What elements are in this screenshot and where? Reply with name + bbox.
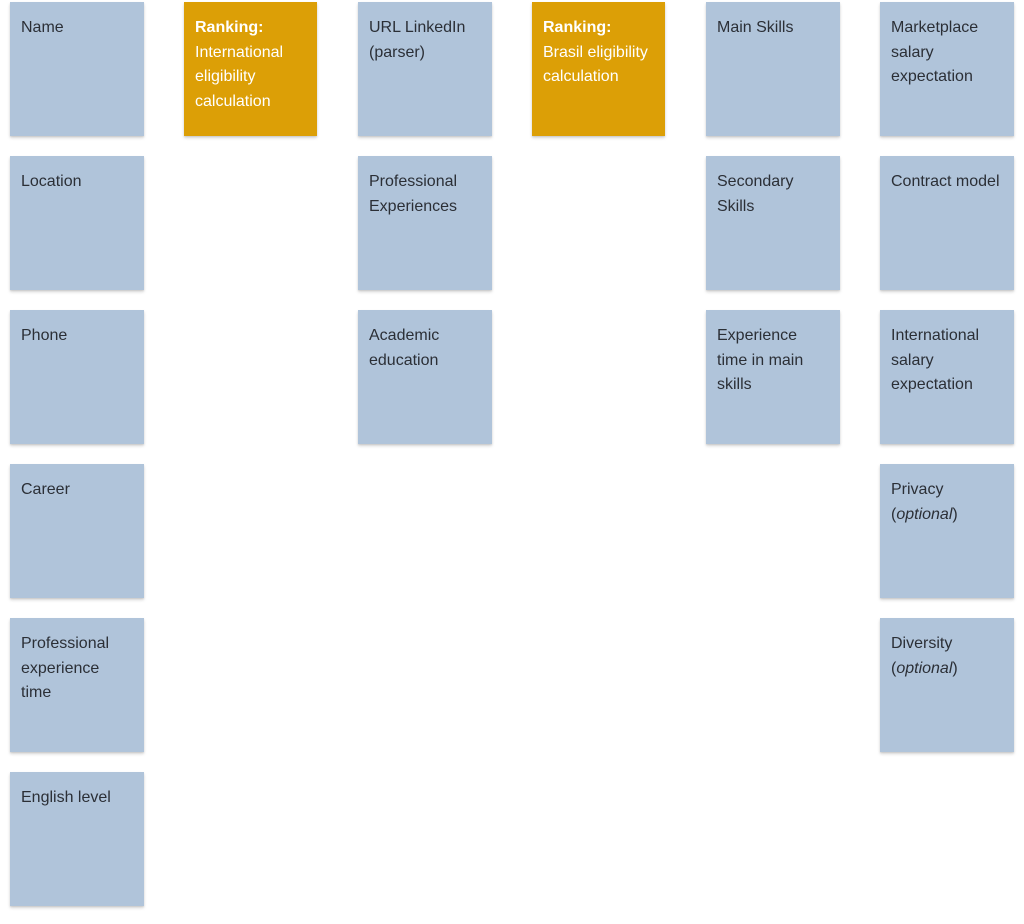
- note-phone-text: Phone: [21, 327, 68, 344]
- note-phone[interactable]: Phone: [10, 310, 144, 444]
- note-secondary-skills-text: Secondary Skills: [717, 173, 794, 215]
- note-ranking-brasil-heading: Ranking:: [543, 19, 612, 36]
- note-diversity-open-paren: (: [891, 659, 897, 677]
- note-career-text: Career: [21, 481, 70, 498]
- note-diversity-qualifier: optional: [896, 659, 953, 677]
- note-main-skills-text: Main Skills: [717, 19, 794, 36]
- note-ranking-international-text: International eligibility calculation: [195, 43, 284, 110]
- note-ranking-international-heading: Ranking:: [195, 19, 264, 36]
- note-marketplace-salary-expectation[interactable]: Marketplace salary expectation: [880, 2, 1014, 136]
- note-international-salary-expectation-text: International salary expectation: [891, 327, 980, 393]
- note-professional-experience-time-text: Professional experience time: [21, 635, 110, 701]
- note-diversity-close-paren: ): [952, 659, 958, 677]
- note-url-linkedin[interactable]: URL LinkedIn (parser): [358, 2, 492, 136]
- note-academic-education[interactable]: Academic education: [358, 310, 492, 444]
- note-privacy[interactable]: Privacy (optional): [880, 464, 1014, 598]
- note-contract-model[interactable]: Contract model: [880, 156, 1014, 290]
- note-professional-experiences-text: Professional Experiences: [369, 173, 458, 215]
- note-name-text: Name: [21, 19, 64, 36]
- note-english-level[interactable]: English level: [10, 772, 144, 906]
- note-career[interactable]: Career: [10, 464, 144, 598]
- note-diversity-label: Diversity: [891, 635, 953, 652]
- note-secondary-skills[interactable]: Secondary Skills: [706, 156, 840, 290]
- note-privacy-label: Privacy: [891, 481, 944, 498]
- note-ranking-brasil-text: Brasil eligibility calculation: [543, 43, 648, 86]
- note-ranking-brasil[interactable]: Ranking: Brasil eligibility calculation: [532, 2, 665, 136]
- note-experience-time-main-skills-text: Experience time in main skills: [717, 327, 804, 393]
- note-privacy-close-paren: ): [952, 505, 958, 523]
- note-location-text: Location: [21, 173, 82, 190]
- note-professional-experience-time[interactable]: Professional experience time: [10, 618, 144, 752]
- note-international-salary-expectation[interactable]: International salary expectation: [880, 310, 1014, 444]
- note-url-linkedin-text: URL LinkedIn (parser): [369, 19, 466, 61]
- note-privacy-open-paren: (: [891, 505, 897, 523]
- note-location[interactable]: Location: [10, 156, 144, 290]
- note-english-level-text: English level: [21, 789, 111, 806]
- note-privacy-qualifier: optional: [896, 505, 953, 523]
- note-main-skills[interactable]: Main Skills: [706, 2, 840, 136]
- note-experience-time-main-skills[interactable]: Experience time in main skills: [706, 310, 840, 444]
- note-name[interactable]: Name: [10, 2, 144, 136]
- note-marketplace-salary-expectation-text: Marketplace salary expectation: [891, 19, 979, 85]
- note-diversity[interactable]: Diversity (optional): [880, 618, 1014, 752]
- note-academic-education-text: Academic education: [369, 327, 440, 369]
- note-ranking-international[interactable]: Ranking: International eligibility calcu…: [184, 2, 317, 136]
- note-contract-model-text: Contract model: [891, 173, 1000, 190]
- note-professional-experiences[interactable]: Professional Experiences: [358, 156, 492, 290]
